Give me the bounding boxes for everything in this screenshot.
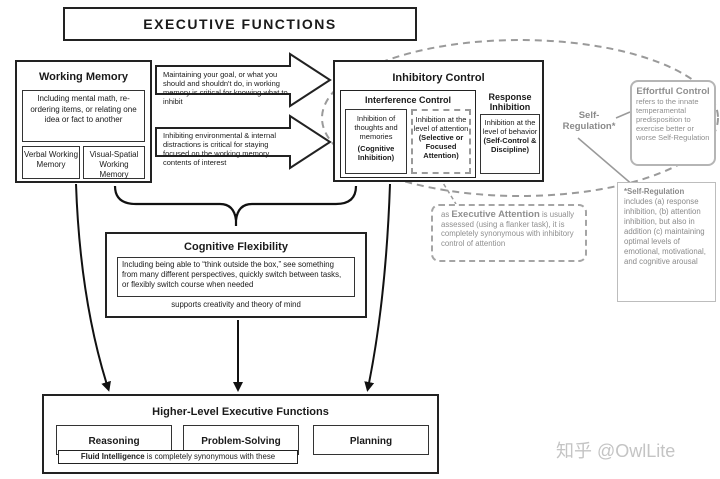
attention-inhibition-label: Inhibition at the level of attention	[413, 115, 469, 133]
fluid-intelligence-bold: Fluid Intelligence	[80, 452, 145, 461]
inhibitory-control-title: Inhibitory Control	[392, 72, 485, 84]
effortful-connector	[615, 111, 631, 119]
self-regulation-note-text: includes (a) response inhibition, (b) at…	[624, 197, 706, 266]
verbal-working-memory: Verbal Working Memory	[22, 146, 80, 179]
planning-label: Planning	[349, 436, 393, 447]
self-regulation-label-text: Self-Regulation*	[562, 110, 616, 132]
behavior-inhibition-box: Inhibition at the level of behavior (Sel…	[480, 114, 540, 174]
fluid-intelligence-rest: is completely synonymous with these	[146, 452, 276, 461]
working-memory-title: Working Memory	[38, 71, 129, 83]
working-memory-box: Working Memory Including mental math, re…	[15, 60, 152, 183]
planning-box: Planning	[313, 425, 429, 455]
reasoning-label: Reasoning	[88, 436, 140, 447]
self-regulation-note: *Self-Regulation includes (a) response i…	[617, 182, 716, 302]
self-regulation-note-title: *Self-Regulation	[624, 187, 685, 196]
self-regulation-ellipse	[321, 39, 719, 197]
response-inhibition-section: Response Inhibition Inhibition at the le…	[479, 90, 541, 178]
thoughts-inhibition-label: Inhibition of thoughts and memories	[354, 114, 398, 141]
visual-spatial-working-memory: Visual-Spatial Working Memory	[83, 146, 145, 179]
page-title: EXECUTIVE FUNCTIONS	[143, 16, 337, 32]
header-box: EXECUTIVE FUNCTIONS	[63, 7, 417, 41]
interference-control-box: Interference Control Inhibition of thoug…	[340, 90, 476, 178]
effortful-control-title: Effortful Control	[636, 86, 710, 97]
attention-inhibition-box: Inhibition at the level of attention (Se…	[411, 109, 471, 174]
self-regulation-label: Self-Regulation*	[560, 110, 618, 132]
self-reg-note-connector	[577, 137, 635, 187]
watermark: 知乎 @OwlLite	[556, 441, 676, 461]
behavior-inhibition-sub: (Self-Control & Discipline)	[483, 136, 537, 154]
response-inhibition-title: Response Inhibition	[488, 92, 532, 112]
cognitive-flexibility-box: Cognitive Flexibility Including being ab…	[105, 232, 367, 318]
inhibit-arrow-text: Inhibiting environmental & internal dist…	[163, 131, 293, 165]
verbal-working-memory-label: Verbal Working Memory	[23, 150, 79, 169]
cognitive-flexibility-supports: supports creativity and theory of mind	[171, 300, 301, 309]
executive-attention-box: as Executive Attention is usually assess…	[431, 204, 587, 262]
arrow-ic-to-higher	[364, 183, 391, 392]
problem-solving-label: Problem-Solving	[201, 436, 281, 447]
inhibit-arrow-label: Inhibiting environmental & internal dist…	[163, 131, 276, 165]
attention-inhibition-sub: (Selective or Focused Attention)	[418, 133, 464, 160]
inhibitory-control-box: Inhibitory Control Interference Control …	[333, 60, 544, 182]
working-memory-description: Including mental math, re-ordering items…	[22, 90, 145, 142]
goal-arrow-shape	[155, 52, 332, 108]
higher-level-title: Higher-Level Executive Functions	[152, 406, 329, 418]
cognitive-flexibility-text: Including being able to “think outside t…	[122, 260, 342, 289]
behavior-inhibition-label: Inhibition at the level of behavior	[482, 118, 538, 136]
executive-attention-title: Executive Attention	[451, 209, 540, 220]
working-memory-description-text: Including mental math, re-ordering items…	[30, 94, 137, 124]
fluid-intelligence-note: Fluid Intelligence is completely synonym…	[58, 450, 298, 464]
executive-attention-prefix: as	[441, 210, 450, 219]
effortful-control-box: Effortful Control refers to the innate t…	[630, 80, 716, 166]
thoughts-inhibition-box: Inhibition of thoughts and memories (Cog…	[345, 109, 407, 174]
effortful-control-text: refers to the innate temperamental predi…	[636, 97, 710, 142]
inhibit-arrow-shape	[155, 114, 332, 170]
exec-attention-connector	[439, 177, 457, 205]
higher-level-box: Higher-Level Executive Functions Reasoni…	[42, 394, 439, 474]
arrow-wm-to-higher	[75, 183, 111, 392]
visual-spatial-working-memory-label: Visual-Spatial Working Memory	[89, 150, 139, 179]
goal-arrow-label: Maintaining your goal, or what you shoul…	[163, 70, 288, 104]
interference-control-title: Interference Control	[364, 95, 451, 105]
cognitive-flexibility-title: Cognitive Flexibility	[184, 241, 288, 253]
executive-attention-text: is usually assessed (using a flanker tas…	[441, 210, 575, 248]
cognitive-flexibility-description: Including being able to “think outside t…	[117, 257, 355, 297]
thoughts-inhibition-sub: (Cognitive Inhibition)	[357, 144, 395, 162]
goal-arrow-text: Maintaining your goal, or what you shoul…	[163, 70, 293, 104]
